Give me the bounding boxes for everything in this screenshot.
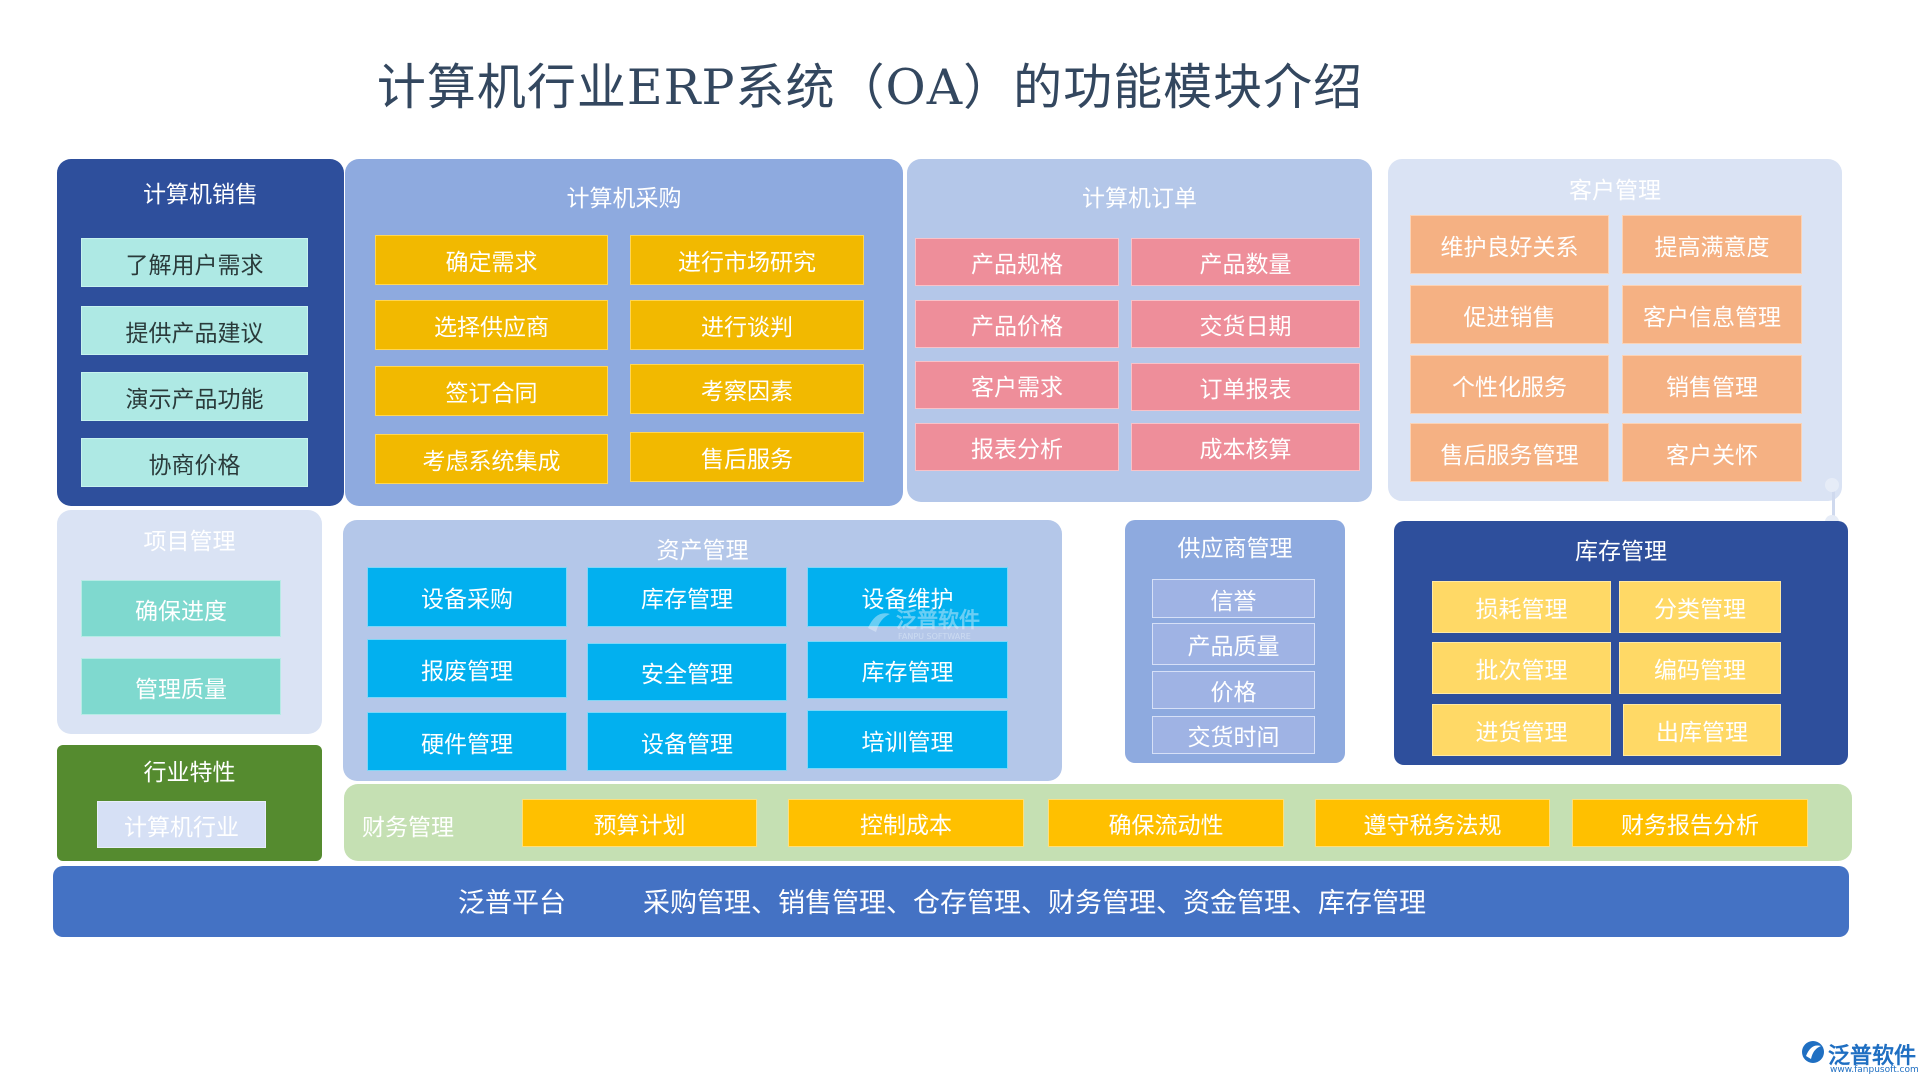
order-item: 成本核算 — [1131, 423, 1360, 471]
asset-item: 培训管理 — [807, 710, 1008, 769]
asset-item: 设备维护 — [807, 567, 1008, 627]
finance-panel: 财务管理 预算计划 控制成本 确保流动性 遵守税务法规 财务报告分析 — [344, 784, 1852, 861]
sales-panel: 计算机销售 了解用户需求 提供产品建议 演示产品功能 协商价格 — [57, 159, 344, 506]
order-item: 产品规格 — [915, 238, 1119, 286]
order-panel: 计算机订单 产品规格 产品数量 产品价格 交货日期 客户需求 订单报表 报表分析… — [907, 159, 1372, 502]
customer-title: 客户管理 — [1569, 178, 1661, 204]
platform-modules: 采购管理、销售管理、仓存管理、财务管理、资金管理、库存管理 — [643, 888, 1426, 919]
purchase-title: 计算机采购 — [566, 186, 682, 212]
customer-item: 个性化服务 — [1410, 355, 1609, 414]
project-item: 管理质量 — [81, 658, 281, 715]
inventory-item: 损耗管理 — [1432, 581, 1611, 633]
asset-item: 安全管理 — [587, 643, 787, 701]
connector-dot — [1825, 478, 1839, 492]
footer-logo: 泛普软件 www.fanpusoft.com — [1800, 1038, 1919, 1076]
sales-item: 协商价格 — [81, 438, 308, 487]
inventory-item: 进货管理 — [1432, 704, 1611, 756]
order-item: 订单报表 — [1131, 363, 1360, 411]
purchase-item: 考察因素 — [630, 364, 864, 414]
sales-item: 了解用户需求 — [81, 238, 308, 287]
inventory-panel: 库存管理 损耗管理 分类管理 批次管理 编码管理 进货管理 出库管理 — [1394, 521, 1848, 765]
platform-bar: 泛普平台 采购管理、销售管理、仓存管理、财务管理、资金管理、库存管理 — [53, 866, 1849, 937]
finance-item: 确保流动性 — [1048, 799, 1284, 847]
asset-item: 库存管理 — [807, 641, 1008, 699]
purchase-item: 售后服务 — [630, 432, 864, 482]
industry-title: 行业特性 — [143, 760, 236, 786]
industry-panel: 行业特性 计算机行业 — [57, 745, 322, 861]
purchase-item: 选择供应商 — [375, 300, 608, 350]
customer-item: 促进销售 — [1410, 285, 1609, 344]
customer-item: 维护良好关系 — [1410, 215, 1609, 274]
finance-title: 财务管理 — [362, 815, 454, 841]
purchase-item: 确定需求 — [375, 235, 608, 285]
purchase-item: 进行谈判 — [630, 300, 864, 350]
industry-item: 计算机行业 — [97, 801, 266, 848]
watermark-logo-icon — [868, 613, 890, 632]
customer-panel: 客户管理 维护良好关系 提高满意度 促进销售 客户信息管理 个性化服务 销售管理… — [1388, 159, 1842, 501]
purchase-item: 考虑系统集成 — [375, 434, 608, 484]
supplier-panel: 供应商管理 信誉 产品质量 价格 交货时间 — [1125, 520, 1345, 763]
order-item: 交货日期 — [1131, 300, 1360, 348]
order-item: 客户需求 — [915, 361, 1119, 409]
footer-logo-name: 泛普软件 — [1828, 1044, 1917, 1069]
footer-logo-url: www.fanpusoft.com — [1830, 1065, 1919, 1075]
project-panel: 项目管理 确保进度 管理质量 — [57, 510, 322, 734]
asset-item: 设备采购 — [367, 567, 567, 627]
supplier-item: 产品质量 — [1152, 623, 1315, 665]
inventory-item: 出库管理 — [1623, 704, 1781, 756]
sales-item: 提供产品建议 — [81, 306, 308, 355]
fanpu-logo-icon — [1802, 1041, 1824, 1063]
asset-item: 库存管理 — [587, 567, 787, 627]
inventory-item: 编码管理 — [1619, 642, 1781, 694]
customer-item: 客户关怀 — [1622, 423, 1802, 482]
order-title: 计算机订单 — [1082, 186, 1197, 212]
customer-item: 提高满意度 — [1622, 215, 1802, 274]
finance-item: 控制成本 — [788, 799, 1024, 847]
finance-item: 遵守税务法规 — [1315, 799, 1550, 847]
customer-item: 客户信息管理 — [1622, 285, 1802, 344]
project-item: 确保进度 — [81, 580, 281, 637]
page-title: 计算机行业ERP系统（OA）的功能模块介绍 — [376, 59, 1364, 116]
inventory-item: 分类管理 — [1619, 581, 1781, 633]
project-title: 项目管理 — [143, 529, 236, 555]
sales-title: 计算机销售 — [143, 182, 258, 208]
customer-item: 销售管理 — [1622, 355, 1802, 414]
asset-item: 硬件管理 — [367, 712, 567, 771]
supplier-item: 信誉 — [1152, 579, 1315, 618]
purchase-panel: 计算机采购 确定需求 进行市场研究 选择供应商 进行谈判 签订合同 考察因素 考… — [345, 159, 903, 506]
asset-item: 报废管理 — [367, 639, 567, 698]
purchase-item: 进行市场研究 — [630, 235, 864, 285]
order-item: 报表分析 — [915, 423, 1119, 471]
asset-title: 资产管理 — [656, 538, 749, 564]
platform-name: 泛普平台 — [458, 888, 566, 919]
finance-item: 预算计划 — [522, 799, 757, 847]
customer-item: 售后服务管理 — [1410, 423, 1609, 482]
inventory-item: 批次管理 — [1432, 642, 1611, 694]
sales-item: 演示产品功能 — [81, 372, 308, 421]
inventory-title: 库存管理 — [1575, 539, 1667, 565]
watermark-name: 泛普软件 — [896, 608, 980, 632]
watermark-sub: FANPU SOFTWARE — [898, 632, 971, 641]
supplier-item: 交货时间 — [1152, 716, 1315, 754]
order-item: 产品数量 — [1131, 238, 1360, 286]
connector-line — [1832, 486, 1835, 522]
asset-panel: 资产管理 设备采购 库存管理 设备维护 报废管理 安全管理 库存管理 硬件管理 … — [343, 520, 1062, 781]
supplier-title: 供应商管理 — [1177, 536, 1293, 562]
supplier-item: 价格 — [1152, 671, 1315, 709]
order-item: 产品价格 — [915, 300, 1119, 348]
asset-item: 设备管理 — [587, 712, 787, 771]
purchase-item: 签订合同 — [375, 366, 608, 416]
watermark: 泛普软件 FANPU SOFTWARE — [864, 604, 1014, 648]
finance-item: 财务报告分析 — [1572, 799, 1808, 847]
